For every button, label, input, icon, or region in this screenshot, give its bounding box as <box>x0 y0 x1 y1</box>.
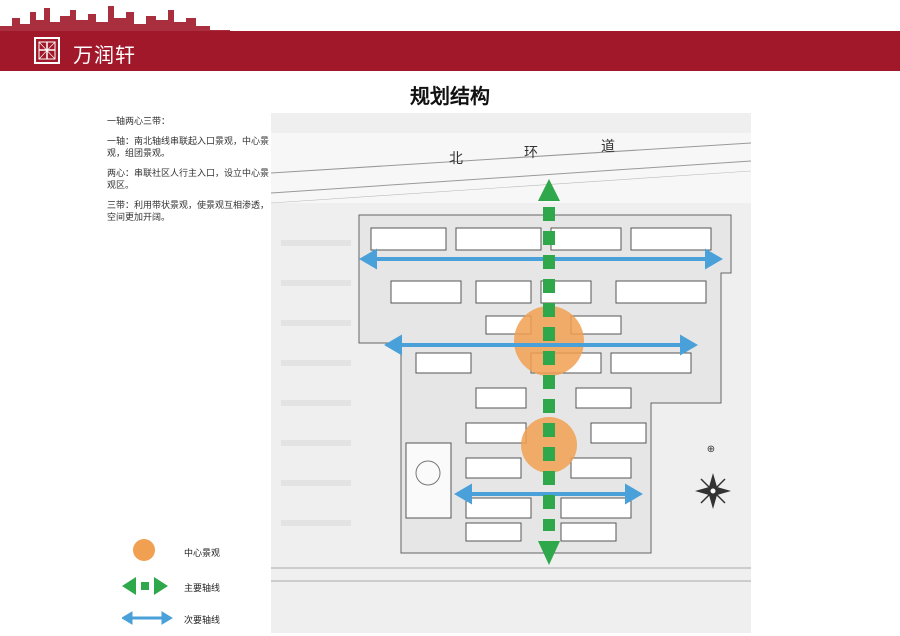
site-plan: 北 环 道 <box>271 113 751 633</box>
road-label-char: 北 <box>449 151 463 167</box>
page-title: 规划结构 <box>410 84 490 108</box>
legend-label-main-axis: 主要轴线 <box>184 584 221 594</box>
description-panel: 一轴两心三带： 一轴：南北轴线串联起入口景观，中心景观，组团景观。 两心：串联社… <box>107 116 272 232</box>
road-label: 北 环 道 <box>449 139 615 167</box>
skyline-decoration <box>0 6 230 34</box>
description-item: 两心：串联社区人行主入口，设立中心景观区。 <box>107 169 270 191</box>
legend-label-secondary-axis: 次要轴线 <box>184 616 221 626</box>
description-item: 三带：利用带状景观，使景观互相渗透，空间更加开阔。 <box>107 201 270 223</box>
compass-rose-icon <box>695 473 731 509</box>
orange-circle-icon <box>133 539 155 561</box>
blue-double-arrow-icon <box>122 611 173 625</box>
main-axis <box>538 179 560 565</box>
description-heading: 一轴两心三带： <box>107 117 171 127</box>
green-dashed-double-arrow-icon <box>122 577 168 595</box>
secondary-axis <box>359 248 723 505</box>
description-item: 一轴：南北轴线串联起入口景观，中心景观，组团景观。 <box>107 137 270 159</box>
legend <box>122 539 173 625</box>
legend-label-center: 中心景观 <box>184 549 221 559</box>
road-label-char: 道 <box>601 139 615 155</box>
center-landscape-circle <box>521 417 577 473</box>
building-logo-icon <box>34 37 60 64</box>
brand-name: 万润轩 <box>73 43 136 67</box>
road-label-char: 环 <box>524 145 538 161</box>
svg-text:⊕: ⊕ <box>707 444 715 455</box>
header-bar <box>0 31 900 71</box>
